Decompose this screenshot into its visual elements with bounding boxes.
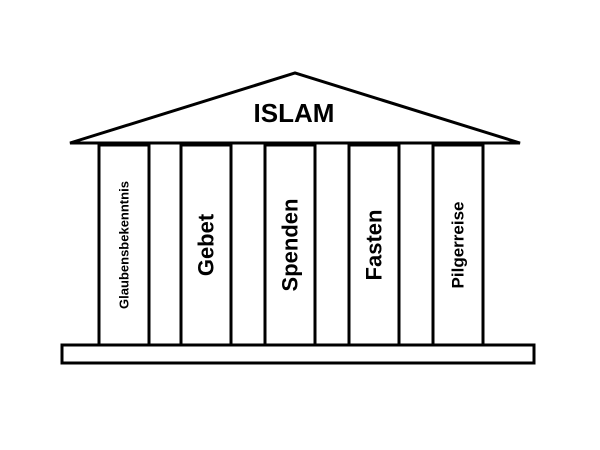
pillar-5: Pilgerreise xyxy=(431,143,485,347)
pillar-4: Fasten xyxy=(347,143,401,347)
pillar-2: Gebet xyxy=(179,143,233,347)
pillar-1-column xyxy=(97,143,151,347)
temple-roof xyxy=(69,71,521,145)
pillar-3: Spenden xyxy=(263,143,317,347)
temple-base xyxy=(60,343,536,365)
pillar-2-column xyxy=(179,143,233,347)
pillar-4-column xyxy=(347,143,401,347)
pillar-1: Glaubensbekenntnis xyxy=(97,143,151,347)
pillar-5-column xyxy=(431,143,485,347)
pillar-1-label: Glaubensbekenntnis xyxy=(117,181,132,309)
pillar-3-column xyxy=(263,143,317,347)
pillar-5-label: Pilgerreise xyxy=(449,202,468,289)
diagram-title: ISLAM xyxy=(254,98,335,128)
pillar-3-label: Spenden xyxy=(278,199,303,292)
pillar-2-label: Gebet xyxy=(194,213,219,276)
pillar-4-label: Fasten xyxy=(362,210,387,281)
